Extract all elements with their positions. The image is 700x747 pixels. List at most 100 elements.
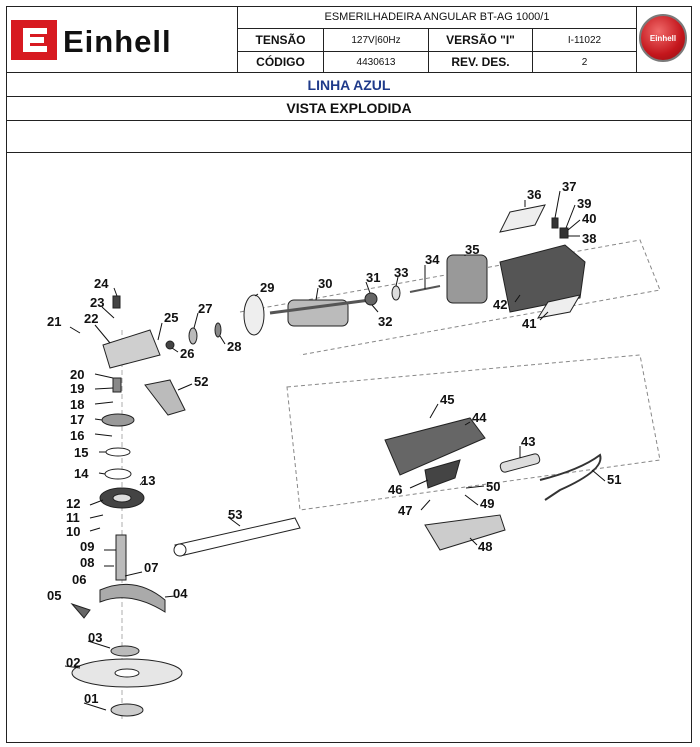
part-30-shaft — [269, 298, 371, 315]
part-label-53: 53 — [228, 507, 242, 522]
part-44-shape — [384, 417, 486, 476]
revdes-value: 2 — [581, 56, 588, 68]
part-53-head — [173, 543, 187, 557]
part-39-shape — [559, 227, 569, 239]
part-label-26: 26 — [180, 346, 194, 361]
part-03-shape — [110, 645, 140, 657]
part-28-shape — [214, 322, 222, 338]
part-29-shape — [243, 294, 265, 336]
revdes-label: REV. DES. — [451, 55, 510, 69]
part-36-shape — [499, 204, 546, 233]
part-51-shape — [539, 453, 602, 501]
part-label-38: 38 — [582, 231, 596, 246]
part-label-04: 04 — [173, 586, 188, 601]
part-label-33: 33 — [394, 265, 408, 280]
part-label-52: 52 — [194, 374, 208, 389]
part-13-hole — [112, 493, 132, 503]
exploded-view-diagram: 01 02 03 04 05 06 07 08 09 10 11 12 13 1… — [47, 179, 661, 720]
part-label-03: 03 — [88, 630, 102, 645]
header-divider — [237, 6, 238, 72]
part-label-15: 15 — [74, 445, 88, 460]
part-48-shape — [424, 514, 506, 551]
part-label-44: 44 — [472, 410, 487, 425]
part-label-28: 28 — [227, 339, 241, 354]
part-label-30: 30 — [318, 276, 332, 291]
part-label-13: 13 — [141, 473, 155, 488]
header-divider — [6, 96, 692, 97]
part-label-22: 22 — [84, 311, 98, 326]
header-divider — [428, 28, 429, 72]
part-label-21: 21 — [47, 314, 61, 329]
part-label-02: 02 — [66, 655, 80, 670]
part-27-shape — [188, 327, 198, 345]
part-shapes — [70, 204, 602, 717]
part-02-hole — [114, 668, 140, 678]
sheet-frame — [6, 6, 692, 743]
header-divider — [323, 28, 324, 72]
tensao-label: TENSÃO — [255, 33, 306, 47]
part-35-shape — [446, 254, 488, 304]
part-05-shape — [70, 602, 91, 619]
header-divider — [6, 72, 692, 73]
part-label-31: 31 — [366, 270, 380, 285]
part-14-shape — [104, 468, 132, 480]
part-label-07: 07 — [144, 560, 158, 575]
versao-value: I-11022 — [567, 34, 602, 46]
header-divider — [6, 152, 692, 153]
part-52-shape — [144, 379, 186, 416]
part-33-shape — [391, 285, 401, 301]
part-label-29: 29 — [260, 280, 274, 295]
part-label-39: 39 — [577, 196, 591, 211]
view-banner: VISTA EXPLODIDA — [286, 100, 412, 116]
codigo-value: 4430613 — [356, 56, 396, 68]
versao-label: VERSÃO "I" — [446, 33, 515, 47]
part-label-05: 05 — [47, 588, 61, 603]
part-22-shape — [102, 329, 161, 369]
part-label-27: 27 — [198, 301, 212, 316]
part-17-shape — [101, 413, 135, 427]
part-42-shape — [499, 244, 586, 313]
part-label-10: 10 — [66, 524, 80, 539]
part-label-43: 43 — [521, 434, 535, 449]
part-label-18: 18 — [70, 397, 84, 412]
part-label-16: 16 — [70, 428, 84, 443]
part-01-shape — [110, 703, 144, 717]
part-label-24: 24 — [94, 276, 109, 291]
part-46-shape — [424, 459, 461, 489]
brand-wordmark: Einhell — [63, 24, 172, 59]
part-label-45: 45 — [440, 392, 454, 407]
part-24-shape — [112, 295, 121, 309]
part-30-shape — [287, 299, 349, 327]
part-label-47: 47 — [398, 503, 412, 518]
part-label-19: 19 — [70, 381, 84, 396]
part-43-shape — [499, 453, 541, 473]
part-label-11: 11 — [66, 510, 80, 525]
part-label-25: 25 — [164, 310, 178, 325]
part-label-20: 20 — [70, 367, 84, 382]
part-41-shape — [536, 294, 582, 319]
assembly-guide — [239, 239, 661, 356]
part-37-shape — [551, 217, 559, 229]
part-label-37: 37 — [562, 179, 576, 194]
part-label-06: 06 — [72, 572, 86, 587]
einhell-logo: Einhell — [11, 20, 172, 60]
header-divider — [237, 28, 636, 29]
codigo-label: CÓDIGO — [256, 55, 305, 69]
part-label-46: 46 — [388, 482, 402, 497]
part-label-50: 50 — [486, 479, 500, 494]
part-label-40: 40 — [582, 211, 596, 226]
product-title: ESMERILHADEIRA ANGULAR BT-AG 1000/1 — [324, 11, 550, 23]
part-label-14: 14 — [74, 466, 89, 481]
part-label-35: 35 — [465, 242, 479, 257]
header-divider — [237, 51, 636, 52]
part-04-shape — [99, 583, 166, 613]
part-label-51: 51 — [607, 472, 621, 487]
part-label-36: 36 — [527, 187, 541, 202]
part-label-48: 48 — [478, 539, 492, 554]
line-banner: LINHA AZUL — [307, 77, 391, 93]
part-label-34: 34 — [425, 252, 440, 267]
header-divider — [6, 120, 692, 121]
part-15-shape — [105, 447, 131, 457]
part-label-12: 12 — [66, 496, 80, 511]
part-label-32: 32 — [378, 314, 392, 329]
